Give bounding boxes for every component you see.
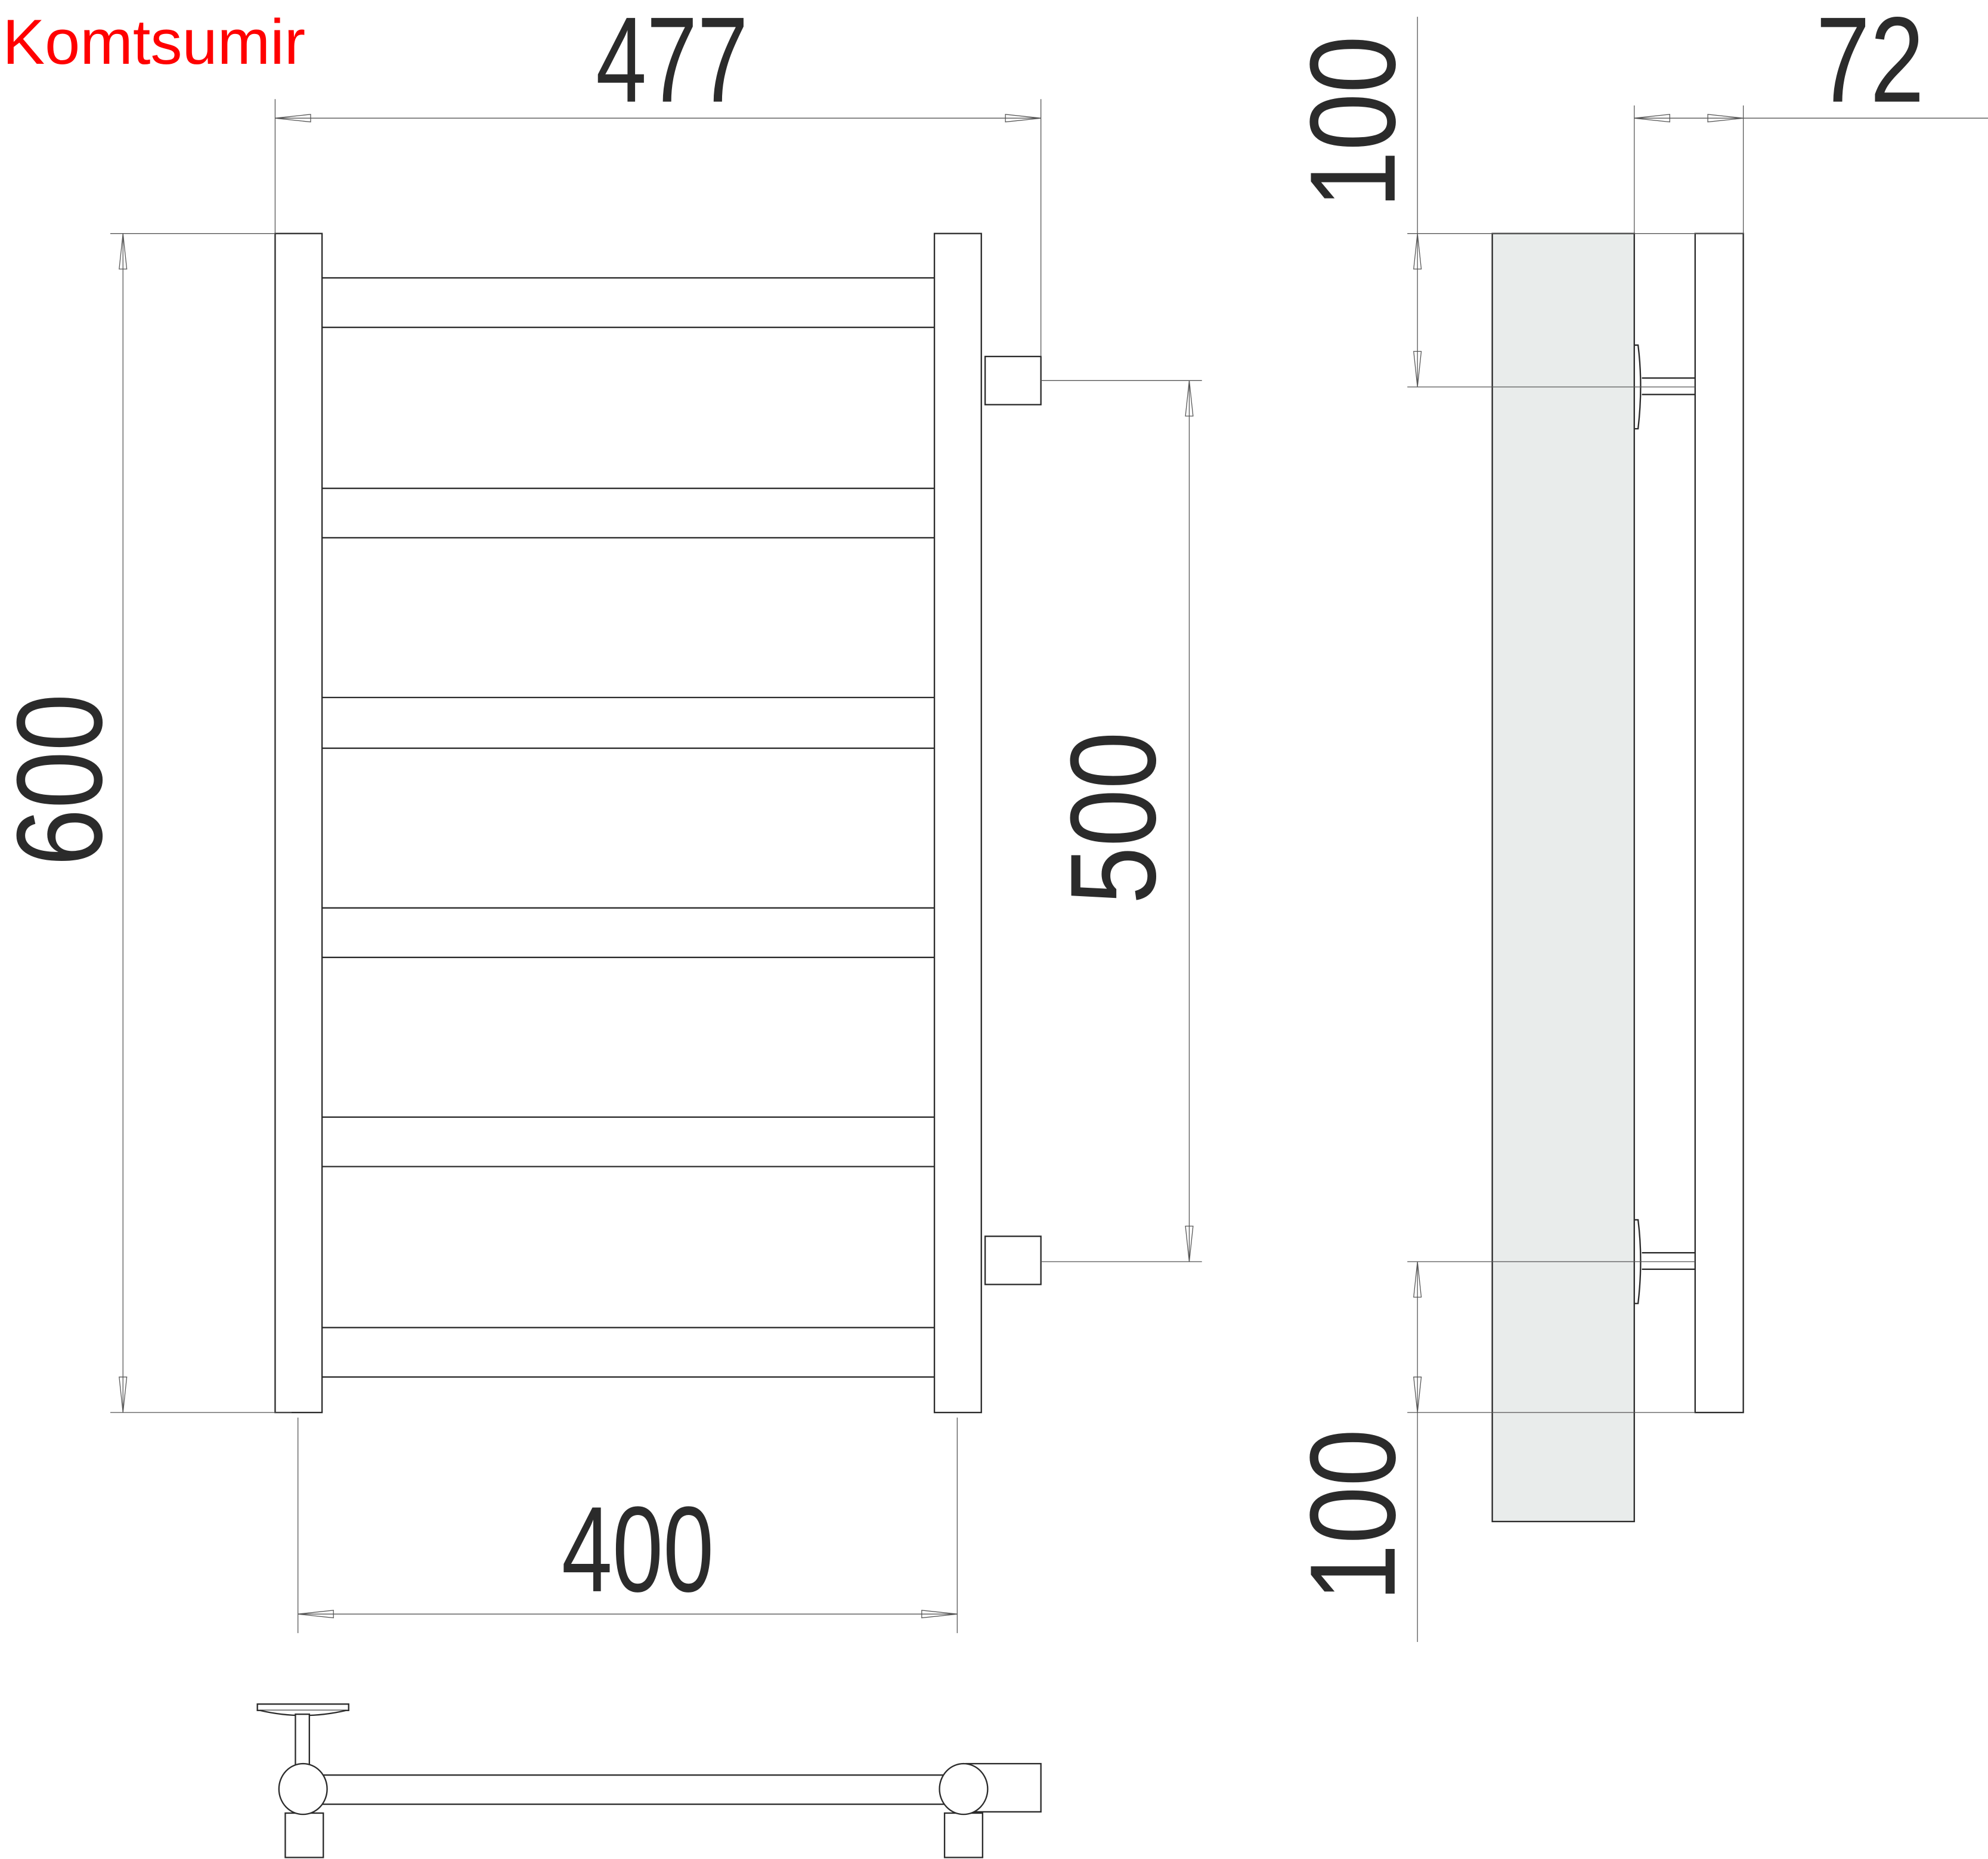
bottom-view xyxy=(256,1703,1042,1858)
svg-text:400: 400 xyxy=(562,1482,714,1618)
dim-top-offset: 100 xyxy=(1286,17,1744,388)
svg-text:100: 100 xyxy=(1286,36,1421,208)
side-view xyxy=(1491,233,1744,1523)
side-post xyxy=(1694,233,1744,1414)
bottom-connector xyxy=(984,1235,1042,1285)
brand-logo: Komtsumir xyxy=(2,7,305,78)
dim-center-distance: 500 xyxy=(1041,380,1202,1262)
dim-overall-width: 477 xyxy=(274,0,1042,357)
top-connector xyxy=(984,355,1042,405)
dim-height: 600 xyxy=(0,233,292,1413)
left-post xyxy=(274,233,323,1414)
dim-bottom-offset: 100 xyxy=(1286,1261,1695,1642)
front-view xyxy=(274,233,1042,1414)
svg-text:600: 600 xyxy=(0,693,128,866)
wall xyxy=(1491,233,1635,1523)
rungs xyxy=(322,277,935,1378)
bottom-wall-mount xyxy=(1634,1219,1695,1305)
right-post xyxy=(933,233,982,1414)
top-wall-mount xyxy=(1634,344,1695,430)
svg-text:100: 100 xyxy=(1286,1429,1421,1601)
svg-text:477: 477 xyxy=(596,0,748,128)
svg-text:500: 500 xyxy=(1046,732,1181,904)
svg-text:72: 72 xyxy=(1816,0,1924,128)
dim-depth: 72 xyxy=(1634,0,1988,234)
dim-post-spacing: 400 xyxy=(298,1417,958,1634)
